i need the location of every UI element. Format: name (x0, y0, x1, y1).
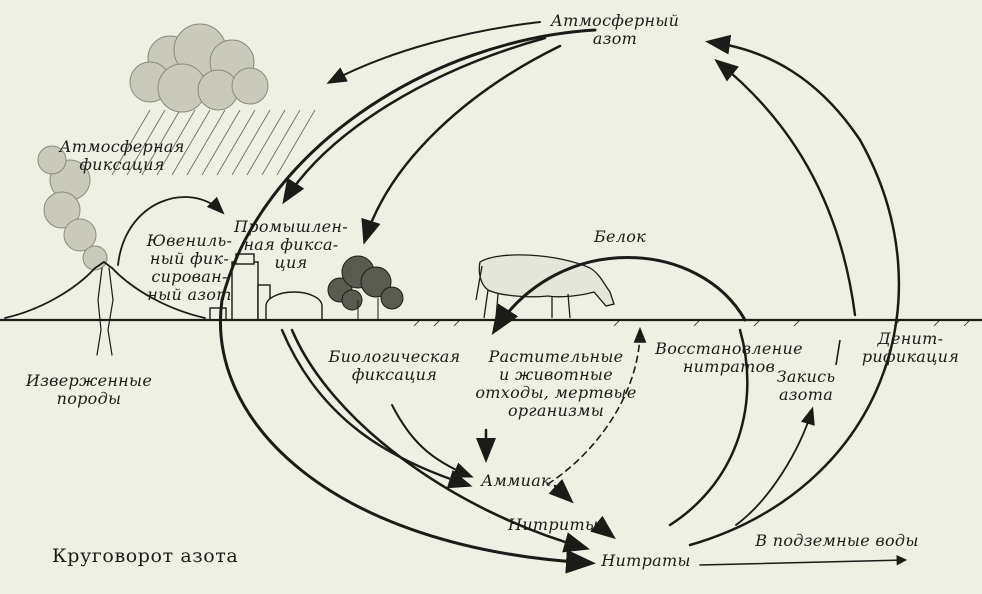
rain-hatching (111, 109, 316, 176)
arrow-atm-to-industrial (361, 44, 562, 245)
arrow-ammonia-to-plants-dashed (547, 326, 647, 485)
arrow-denitrification-loop (688, 34, 901, 547)
label-nitrates: Нитраты (601, 551, 691, 570)
label-igneous-rocks: Изверженные породы (25, 371, 153, 408)
arrow-protein (491, 256, 747, 336)
figure-caption: Круговорот азота (52, 545, 239, 567)
cloud (129, 23, 269, 113)
label-atm-nitrogen: Атмосферный азот (550, 11, 680, 48)
arrow-ammonia-to-nitrites (548, 479, 574, 504)
label-nitrate-reduction: Восстановление нитратов (655, 339, 803, 376)
arrow-fixation-curve (117, 196, 225, 266)
label-nitrites: Нитриты (508, 515, 599, 534)
arrow-ground-to-atm (714, 58, 857, 317)
arrow-to-groundwater (699, 554, 908, 566)
arrow-biofix-to-ammonia (391, 404, 474, 478)
label-ammonia: Аммиак (481, 471, 551, 490)
label-nitrous-oxide: Закись азота (776, 367, 836, 404)
arrow-to-nitrous-oxide (735, 406, 815, 526)
label-plant-animal-waste: Растительные и животные отходы, мертвые … (475, 347, 637, 420)
arrow-big-circle (219, 28, 597, 574)
arrow-industrial-to-ammonia (280, 328, 473, 489)
factory (209, 253, 323, 321)
volcanic-smoke (37, 145, 108, 271)
separator-tick (835, 339, 841, 366)
label-juvenile-fixed-nitrogen: Ювениль- ный фик- сирован- ный азот (146, 231, 233, 304)
label-to-groundwater: В подземные воды (755, 531, 919, 550)
label-industrial-fixation: Промышлен- ная фикса- ция (234, 217, 348, 272)
label-biological-fixation: Биологическая фиксация (328, 347, 461, 384)
label-atm-fixation: Атмосферная фиксация (59, 137, 185, 174)
arrow-atm-to-atmfix (282, 36, 547, 205)
arrow-nitrites-to-nitrates (590, 515, 616, 540)
volcano-vents (96, 267, 114, 356)
label-denitrification: Денит- рификация (861, 329, 960, 366)
ground-hatch (413, 319, 971, 327)
cow (475, 254, 615, 319)
trees (327, 255, 404, 320)
volcano (4, 260, 206, 319)
label-protein: Белок (593, 227, 647, 246)
arrow-nitrates-to-reduction (668, 328, 749, 527)
arrow-atm-to-cloud (326, 21, 541, 84)
